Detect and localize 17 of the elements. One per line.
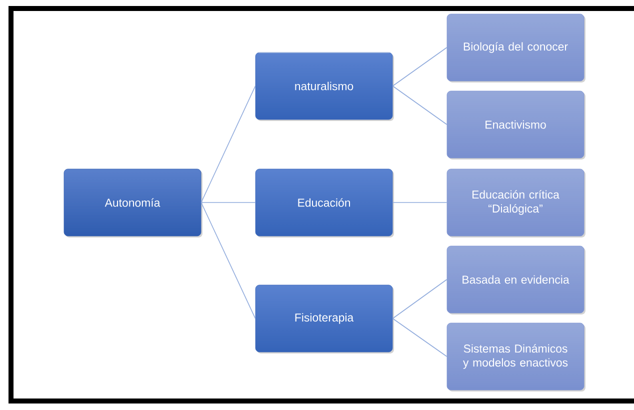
topic-box: Educación (255, 168, 394, 238)
topic-box: naturalismo (255, 52, 394, 121)
connector-line (392, 202, 448, 203)
connector-line (200, 202, 256, 319)
connector-line (392, 279, 448, 319)
connector-line (392, 86, 448, 125)
connector-line (392, 318, 448, 357)
subtopic-box: Educación crítica “Dialógica” (446, 168, 586, 238)
subtopic-box: Basada en evidencia (446, 246, 586, 314)
topic-box: Fisioterapia (255, 284, 394, 354)
subtopic-box: Biología del conocer (446, 14, 586, 82)
connector-line (200, 86, 256, 203)
connector-line (200, 202, 256, 203)
connector-line (392, 47, 448, 86)
topic-box: Autonomía (64, 168, 202, 238)
subtopic-box: Enactivismo (446, 90, 586, 160)
subtopic-box: Sistemas Dinámicos y modelos enactivos (446, 322, 586, 392)
